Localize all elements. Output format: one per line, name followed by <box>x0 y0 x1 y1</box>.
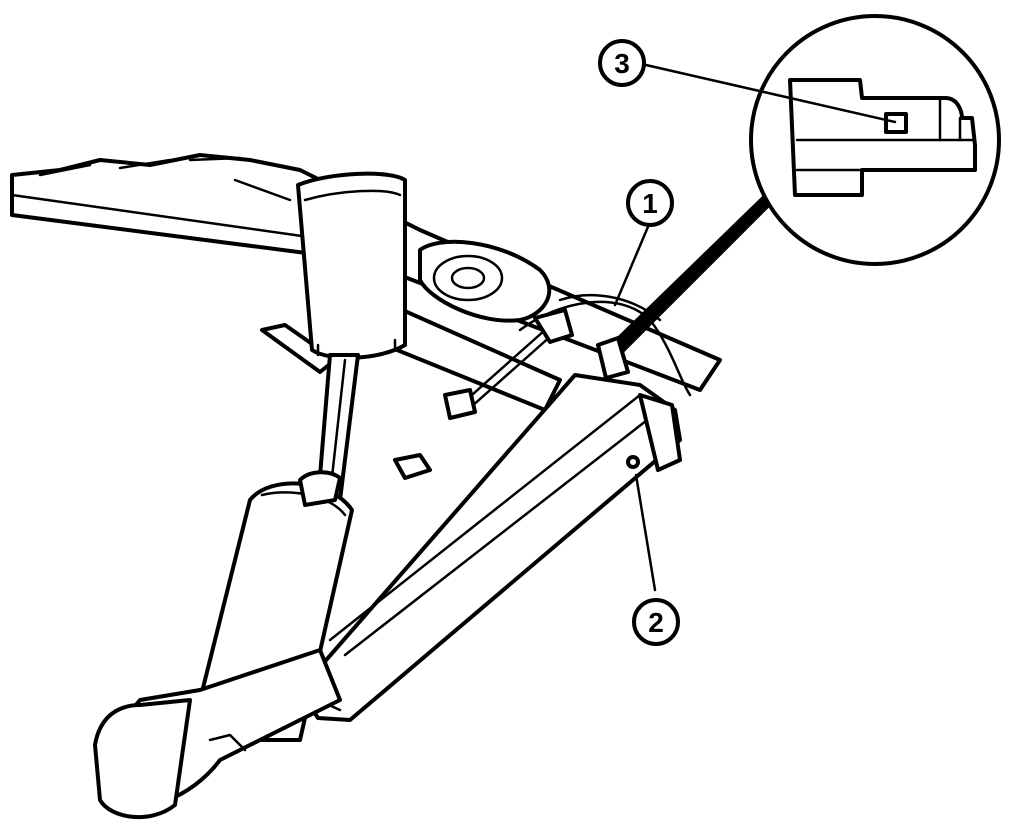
callout-leaders <box>613 63 897 592</box>
retractor-housing <box>298 373 682 722</box>
detail-magnifier <box>749 14 1001 266</box>
seat-mechanism <box>358 239 692 412</box>
mounting-bracket <box>93 648 342 820</box>
callout-1-label: 1 <box>642 188 658 219</box>
callout-3: 3 <box>598 39 646 87</box>
cable-connector <box>533 308 574 344</box>
callout-2: 2 <box>632 598 680 646</box>
callout-3-label: 3 <box>614 48 630 79</box>
clip <box>596 336 630 380</box>
callout-1: 1 <box>626 179 674 227</box>
cable <box>443 308 574 420</box>
buckle <box>296 171 407 502</box>
callout-2-label: 2 <box>648 607 664 638</box>
screw-hole <box>626 455 640 469</box>
